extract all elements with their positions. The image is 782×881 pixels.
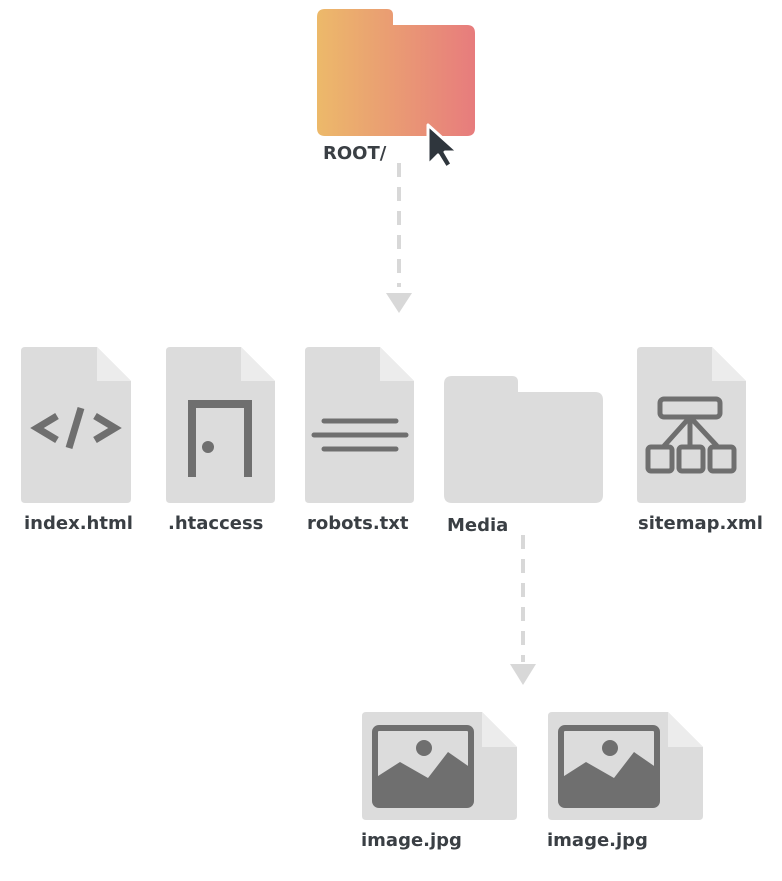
image-jpg-file-icon-1[interactable] bbox=[362, 712, 517, 820]
image-icon bbox=[372, 725, 474, 808]
door-icon bbox=[188, 400, 252, 477]
connector-media-to-images bbox=[510, 535, 536, 685]
sitemap-xml-file-icon[interactable] bbox=[637, 347, 746, 503]
code-icon bbox=[30, 406, 122, 450]
connector-root-to-files bbox=[386, 163, 412, 313]
image-jpg-label-1: image.jpg bbox=[361, 830, 462, 851]
htaccess-label: .htaccess bbox=[168, 513, 264, 534]
image-jpg-file-icon-2[interactable] bbox=[548, 712, 703, 820]
index-html-file-icon[interactable] bbox=[21, 347, 131, 503]
media-folder-icon[interactable] bbox=[444, 376, 603, 503]
root-folder-label: ROOT/ bbox=[323, 143, 387, 164]
image-jpg-label-2: image.jpg bbox=[547, 830, 648, 851]
sitemap-xml-label: sitemap.xml bbox=[638, 513, 763, 534]
media-folder-label: Media bbox=[447, 515, 509, 536]
sitemap-icon bbox=[645, 396, 737, 474]
mouse-cursor-icon bbox=[426, 123, 460, 170]
index-html-label: index.html bbox=[24, 513, 133, 534]
htaccess-file-icon[interactable] bbox=[166, 347, 275, 503]
text-lines-icon bbox=[311, 418, 409, 452]
image-icon bbox=[558, 725, 660, 808]
robots-txt-file-icon[interactable] bbox=[305, 347, 414, 503]
robots-txt-label: robots.txt bbox=[307, 513, 409, 534]
root-folder-icon[interactable] bbox=[317, 9, 475, 136]
